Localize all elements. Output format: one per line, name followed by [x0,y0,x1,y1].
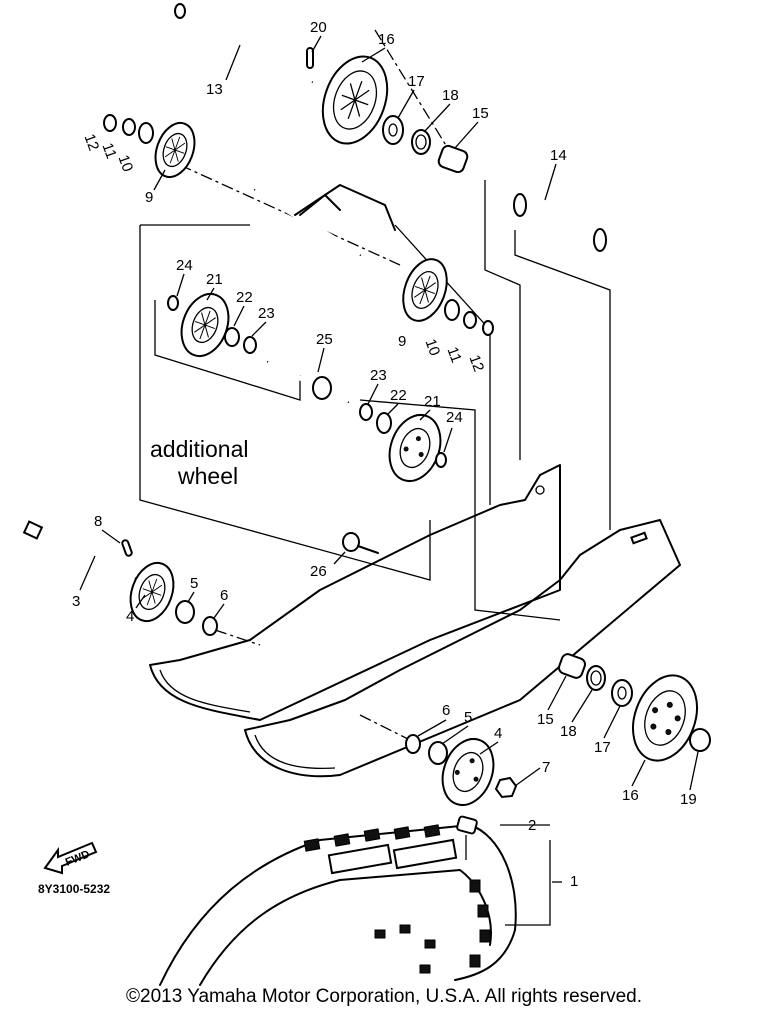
wheel-9-top [154,121,196,179]
callout: 15 [537,711,554,728]
seal-18-lower [586,665,606,691]
track-clip [456,815,478,835]
slide-rail-right [244,519,681,778]
diagram-code: 8Y3100-5232 [38,882,110,896]
callout: 20 [310,19,327,36]
wheel-21-left [180,293,230,357]
cross-shaft [513,193,607,252]
bearing-17-lower [611,679,633,707]
wheel-21-right [388,414,442,482]
callout: 21 [424,393,441,410]
leader-lines [79,35,699,791]
callout: 10 [114,153,136,174]
note-line-2: wheel [177,463,238,489]
callout: 12 [80,132,102,153]
axle-25 [266,359,350,405]
washer-11-right [463,311,477,329]
callout: 7 [542,759,550,776]
callout: 3 [72,593,80,610]
suspension-arm [253,184,396,258]
collar-23-left [243,336,257,354]
bearing-17-top [382,115,404,145]
slide-rail-left [149,464,561,721]
callout: 8 [94,513,102,530]
callout: 4 [494,725,502,742]
pin-8 [121,539,133,557]
copyright-text: ©2013 Yamaha Motor Corporation, U.S.A. A… [126,986,642,1007]
callout: 18 [442,87,459,104]
bearing-10-right [444,299,460,321]
rear-idler-wheel-top [321,55,389,145]
nut-12-top [103,114,117,132]
callout: 17 [408,73,425,90]
callout: 16 [622,787,639,804]
callout: 17 [594,739,611,756]
callout: 22 [236,289,253,306]
bearing-22-left [224,327,240,347]
callout: 9 [398,333,406,350]
rear-axle-shaft [174,3,314,86]
nut-12-right [482,320,494,336]
bearing-22-right [376,412,392,434]
callout: 23 [370,367,387,384]
wheel-9-right [402,258,448,322]
callout: 11 [443,345,464,365]
callout: 9 [145,189,153,206]
callout: 4 [126,608,134,625]
callout: 23 [258,305,275,322]
callout: 5 [464,709,472,726]
collar-15-lower [557,653,587,679]
front-axle-shaft [22,520,136,580]
collar-6-left [202,616,218,636]
callout: 1 [570,873,578,890]
collar-15-top [437,144,469,174]
drive-track [159,824,517,986]
cotter-pin [306,47,314,69]
callout: 11 [98,141,119,161]
callout: 2 [528,817,536,834]
callout: 16 [378,31,395,48]
callout: 19 [680,791,697,808]
collar-6-right [405,734,421,754]
fwd-label: FWD [64,848,92,869]
washer-11-top [122,118,136,136]
cap-19 [689,728,711,752]
callout: 13 [206,81,223,98]
callout: 12 [465,353,487,374]
callout: 22 [390,387,407,404]
fwd-arrow-icon: FWD [43,841,98,875]
wheel-4-right [441,738,495,806]
track-lugs [303,824,491,974]
callout: 5 [190,575,198,592]
callout: 24 [446,409,463,426]
seal-18-top [411,129,431,155]
spacer-24-left [167,295,179,311]
bearing-5-left [175,600,195,624]
callout: 24 [176,257,193,274]
bolt-26 [342,532,379,554]
note-line-1: additional [150,436,248,462]
bearing-10-top [138,122,154,144]
callout: 21 [206,271,223,288]
callout: 10 [421,337,443,358]
spacer-24-right [435,452,447,468]
callout: 6 [220,587,228,604]
nut-7 [494,776,518,799]
bearing-5-right [428,741,448,765]
callout-numbers: 1 2 3 4 4 5 5 6 6 7 8 9 9 10 10 11 11 12… [72,19,697,890]
callout: 15 [472,105,489,122]
wheel-4-left [129,561,175,623]
callout: 26 [310,563,327,580]
collar-23-right [359,403,373,421]
callout: 14 [550,147,567,164]
rear-idler-wheel-lower [632,674,698,762]
callout: 25 [316,331,333,348]
callout: 6 [442,702,450,719]
callout: 18 [560,723,577,740]
